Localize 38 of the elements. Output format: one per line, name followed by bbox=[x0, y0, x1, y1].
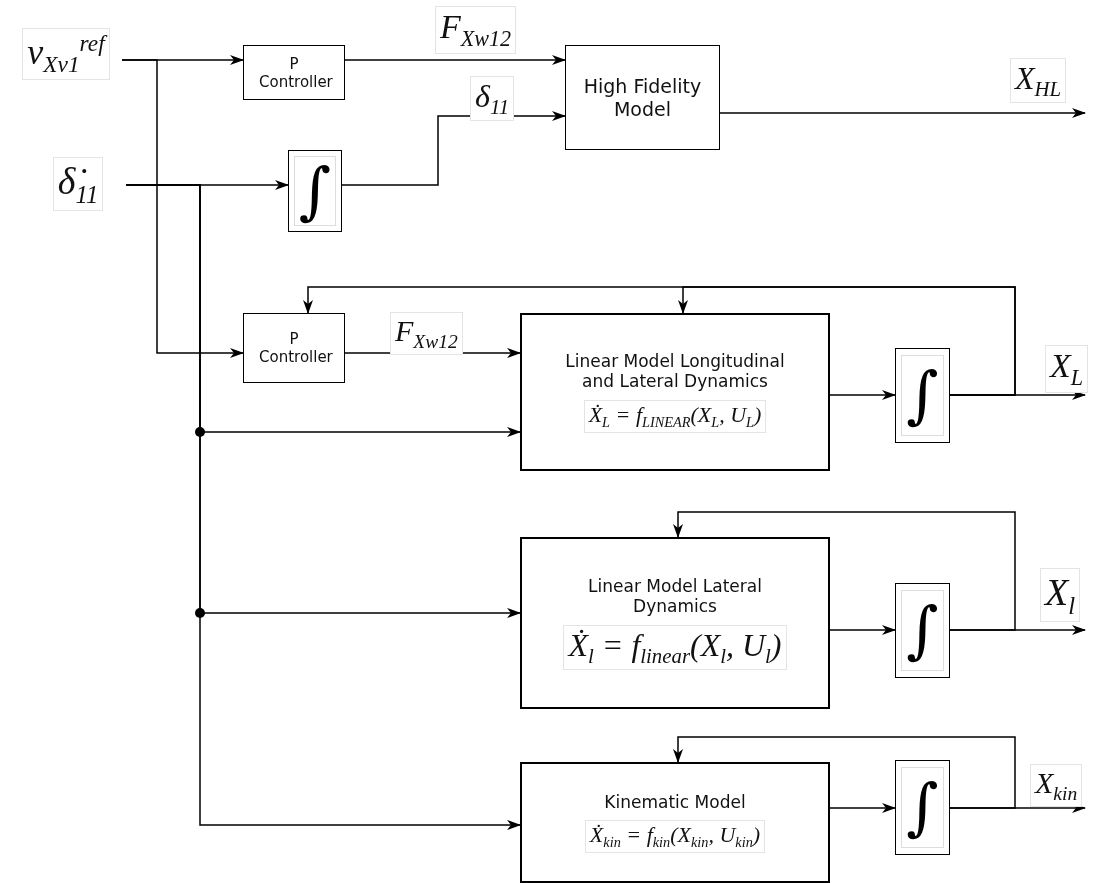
edge-label: X$_{l}$ bbox=[1040, 568, 1081, 622]
integrator-box bbox=[895, 348, 950, 443]
arrow bbox=[344, 55, 566, 65]
integral-sign: ∫ bbox=[294, 155, 336, 227]
arrow bbox=[719, 108, 1086, 118]
process-box bbox=[243, 313, 345, 383]
edge-label: F$_{Xw12}$ bbox=[390, 312, 463, 355]
formula: Ẋ$_{L}$ = f$_{LINEAR}$(X$_{L}$, U$_{L}$) bbox=[583, 399, 767, 434]
integral-sign: ∫ bbox=[901, 589, 944, 672]
process-box bbox=[565, 45, 720, 150]
edge-label: δ$_{11}$ bbox=[470, 76, 515, 122]
edge-label: F$_{Xw12}$ bbox=[435, 6, 517, 54]
box-label: High Fidelity Model bbox=[582, 74, 703, 121]
integrator-box bbox=[895, 583, 950, 678]
model-box bbox=[520, 762, 830, 883]
arrow bbox=[673, 736, 1016, 809]
integrator-box bbox=[288, 150, 342, 232]
formula: Ẋ$_{l}$ = f$_{linear}$(X$_{l}$, U$_{l}$) bbox=[563, 624, 787, 671]
arrow bbox=[678, 286, 1016, 396]
edge-label: X$_{L}$ bbox=[1045, 345, 1089, 393]
process-box bbox=[243, 45, 345, 100]
integral-sign: ∫ bbox=[901, 766, 944, 849]
arrow bbox=[673, 511, 1016, 631]
box-label: Linear Model Lateral Dynamics bbox=[587, 575, 763, 617]
arrow bbox=[829, 803, 896, 813]
edge-label: X$_{HL}$ bbox=[1010, 58, 1067, 104]
integrator-box bbox=[895, 760, 950, 855]
edge-label: X$_{kin}$ bbox=[1030, 764, 1083, 807]
formula: Ẋ$_{kin}$ = f$_{kin}$(X$_{kin}$, U$_{kin}$) bbox=[584, 820, 766, 854]
box-label: Kinematic Model bbox=[604, 791, 746, 812]
arrow bbox=[121, 59, 244, 358]
model-box bbox=[520, 537, 830, 709]
box-label: Linear Model Longitudinal and Lateral Dynamics bbox=[564, 350, 786, 392]
model-box bbox=[520, 313, 830, 471]
signal-label: δ̇$_{11}$ bbox=[52, 157, 104, 211]
arrow bbox=[829, 625, 896, 635]
arrow bbox=[829, 390, 896, 400]
integral-sign: ∫ bbox=[901, 354, 944, 437]
